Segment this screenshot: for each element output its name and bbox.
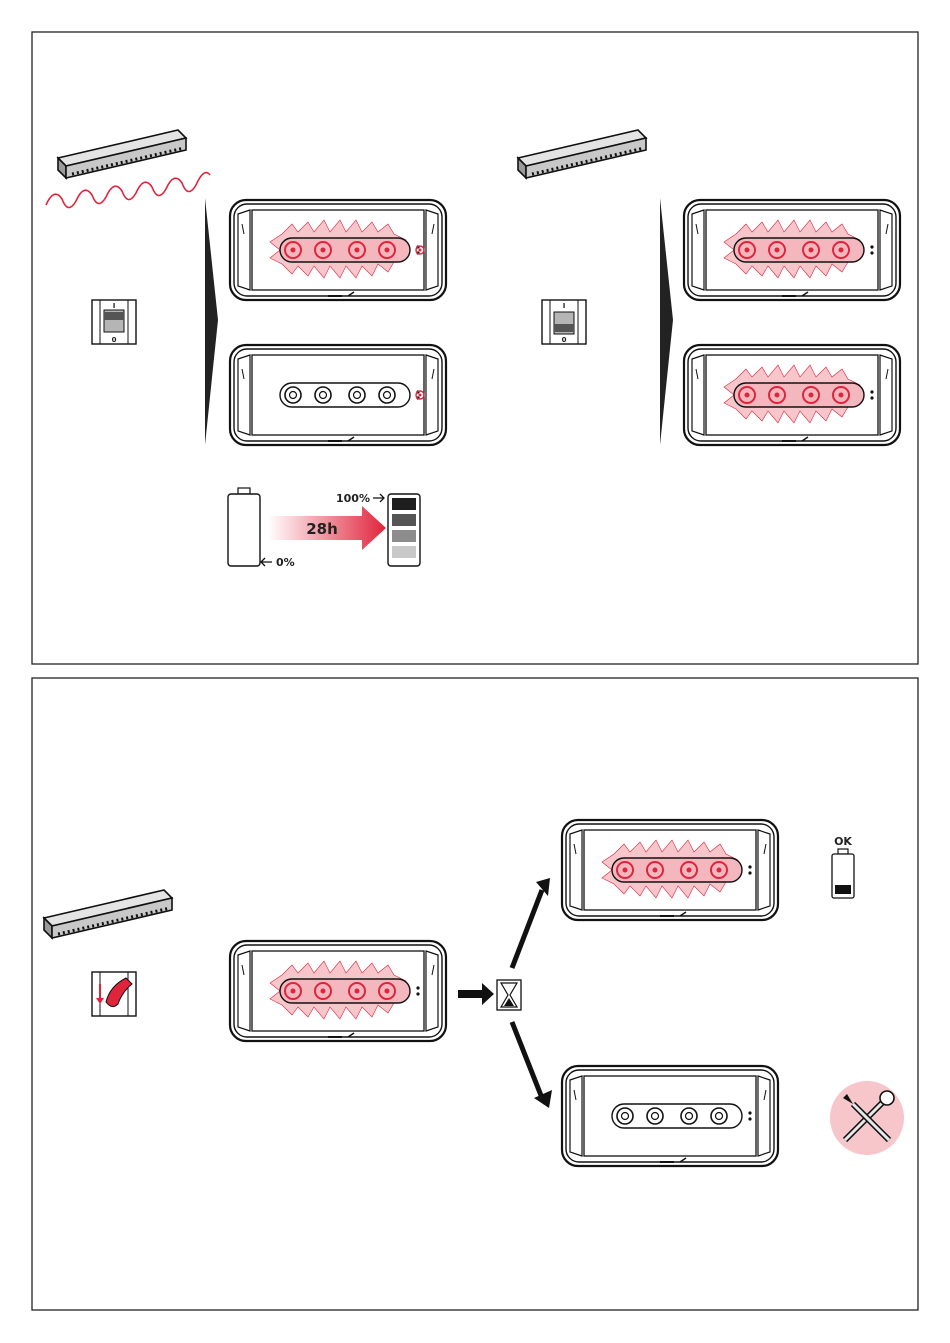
hourglass-icon (497, 980, 521, 1010)
charge-full-label: 100% (336, 492, 370, 505)
luminaire-charging-lit (230, 200, 446, 300)
switch-on-label: I (563, 302, 566, 310)
luminaire-test-lit (230, 941, 446, 1041)
switch-icon: I 0 (542, 300, 586, 344)
charge-time-label: 28h (306, 520, 338, 538)
tools-icon (830, 1081, 904, 1155)
luminaire-emergency-lit (684, 200, 900, 300)
battery-low-icon (832, 849, 854, 898)
luminaire-charging-off (230, 345, 446, 445)
battery-full-icon (388, 494, 420, 566)
battery-ok-label: OK (834, 835, 852, 848)
luminaire-test-fail (562, 1066, 778, 1166)
switch-off-label: 0 (112, 336, 117, 344)
finger-press-icon[interactable] (92, 972, 136, 1016)
switch-off-label: 0 (562, 336, 567, 344)
switch-on-label: I (113, 302, 116, 310)
luminaire-test-pass (562, 820, 778, 920)
luminaire-emergency-lit-2 (684, 345, 900, 445)
switch-icon: I 0 (92, 300, 136, 344)
battery-empty-icon (228, 488, 260, 566)
charge-empty-label: 0% (276, 556, 295, 569)
